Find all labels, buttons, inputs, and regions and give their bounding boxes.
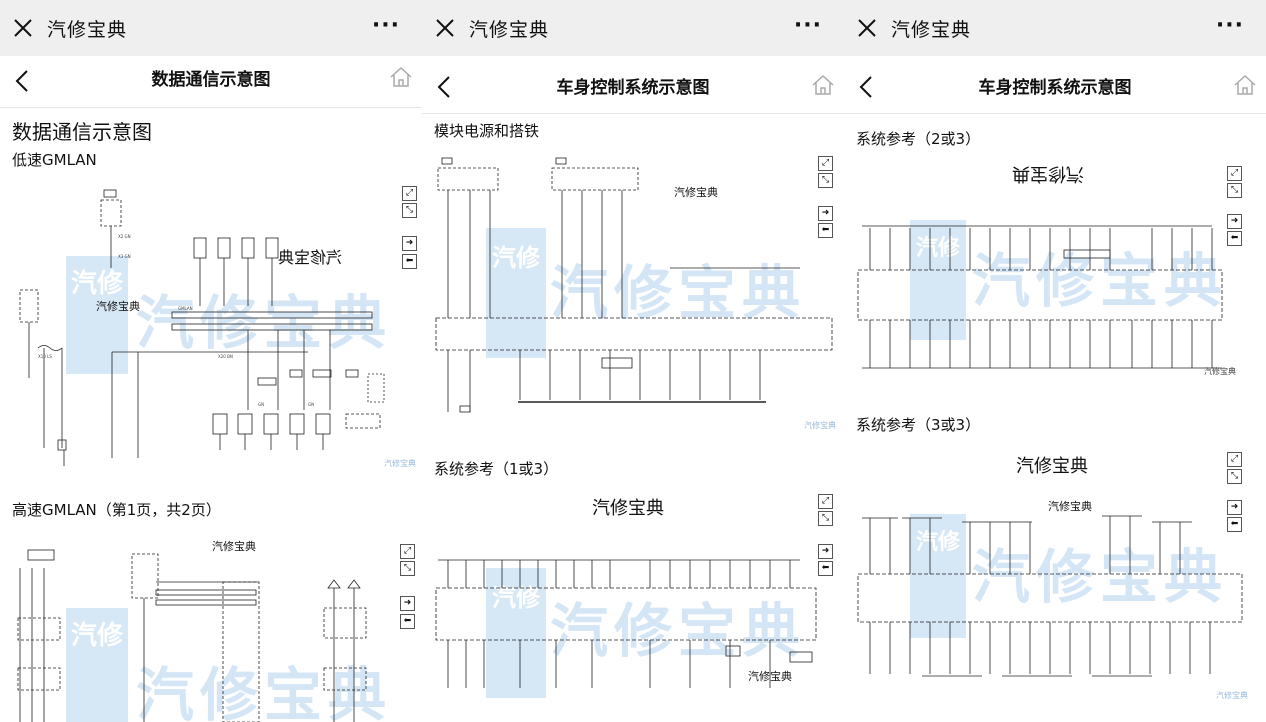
diagram-logo: 汽修宝典 xyxy=(1048,500,1092,513)
home-icon[interactable] xyxy=(388,64,414,90)
prev-page-icon[interactable]: ⬅ xyxy=(1227,517,1242,532)
zoom-out-icon[interactable]: ⤡ xyxy=(1227,469,1242,484)
page-title: 数据通信示意图 xyxy=(151,70,271,90)
next-page-icon[interactable]: ➜ xyxy=(818,544,833,559)
prev-page-icon[interactable]: ⬅ xyxy=(818,223,833,238)
corner-logo: 汽修宝典 xyxy=(804,421,836,430)
prev-page-icon[interactable]: ⬅ xyxy=(402,254,417,269)
svg-text:X10 LS: X10 LS xyxy=(38,354,52,359)
next-page-icon[interactable]: ➜ xyxy=(402,236,417,251)
section-title-reference-2: 系统参考（2或3） xyxy=(856,130,981,148)
app-title: 汽修宝典 xyxy=(47,19,128,41)
zoom-in-icon[interactable]: ⤢ xyxy=(818,156,833,171)
zoom-out-icon[interactable]: ⤡ xyxy=(818,511,833,526)
corner-logo: 汽修宝典 xyxy=(384,459,416,468)
next-page-icon[interactable]: ➜ xyxy=(400,596,415,611)
nav-bar: 数据通信示意图 xyxy=(0,56,422,108)
app-title: 汽修宝典 xyxy=(469,19,550,41)
diagram-logo: 汽修宝典 xyxy=(748,670,792,683)
corner-logo: 汽修宝典 xyxy=(1204,367,1236,376)
app-top-bar: 汽修宝典 ··· xyxy=(0,0,422,56)
back-icon[interactable] xyxy=(436,74,452,100)
wiring-diagram-reference-3[interactable]: 汽修宝典 汽修 汽修宝典 汽修宝典 汽修宝典 xyxy=(852,444,1262,722)
next-page-icon[interactable]: ➜ xyxy=(1227,500,1242,515)
zoom-in-icon[interactable]: ⤢ xyxy=(402,186,417,201)
close-icon[interactable] xyxy=(856,17,878,39)
zoom-out-icon[interactable]: ⤡ xyxy=(402,203,417,218)
wiring-lines xyxy=(857,225,1223,369)
zoom-out-icon[interactable]: ⤡ xyxy=(400,561,415,576)
section-heading: 数据通信示意图 xyxy=(12,120,152,144)
svg-text:GN: GN xyxy=(308,402,314,407)
diagram-logo: 汽修宝典 xyxy=(674,186,718,199)
wiring-lines xyxy=(435,559,817,688)
next-page-icon[interactable]: ➜ xyxy=(1227,214,1242,229)
watermark-badge: 汽修 xyxy=(66,608,128,722)
wiring-lines xyxy=(435,157,833,413)
app-title: 汽修宝典 xyxy=(891,19,972,41)
nav-bar: 车身控制系统示意图 xyxy=(422,56,844,114)
svg-text:X20 BN: X20 BN xyxy=(218,354,233,359)
watermark-badge: 汽修 xyxy=(66,256,128,374)
panel-body-control-1: 汽修宝典 ··· 车身控制系统示意图 模块电源和搭铁 汽修 汽修宝典 xyxy=(422,0,844,722)
panel-data-communication: 汽修宝典 ··· 数据通信示意图 数据通信示意图 低速GMLAN 汽修 汽修宝典 xyxy=(0,0,422,722)
home-icon[interactable] xyxy=(810,72,836,98)
more-icon[interactable]: ··· xyxy=(1215,13,1244,38)
app-top-bar: 汽修宝典 ··· xyxy=(422,0,844,56)
close-icon[interactable] xyxy=(12,17,34,39)
wiring-lines xyxy=(17,549,367,722)
wiring-lines: X2 GN X3 GN GMLAN X10 LS X20 BN GN GN xyxy=(19,189,385,466)
wiring-diagram-reference-1[interactable]: 汽修宝典 汽修 汽修宝典 汽修宝典 ⤢ ⤡ ➜ ⬅ xyxy=(430,488,840,722)
corner-logo: 汽修宝典 xyxy=(1216,691,1248,700)
section-title-power-ground: 模块电源和搭铁 xyxy=(434,122,540,140)
svg-text:X3 GN: X3 GN xyxy=(118,254,131,259)
watermark-badge: 汽修 xyxy=(910,514,966,638)
section-title-reference-3: 系统参考（3或3） xyxy=(856,416,981,434)
diagram-logo: 汽修宝典 xyxy=(1016,456,1088,477)
svg-text:GN: GN xyxy=(258,402,264,407)
watermark-badge: 汽修 xyxy=(486,568,546,698)
diagram-logo: 汽修宝典 xyxy=(278,248,343,267)
more-icon[interactable]: ··· xyxy=(371,13,400,38)
zoom-in-icon[interactable]: ⤢ xyxy=(818,494,833,509)
wiring-diagram-reference-2[interactable]: 汽修宝典 汽修 汽修宝典 汽修宝典 xyxy=(852,156,1262,392)
wiring-diagram-low-speed[interactable]: 汽修 汽修宝典 xyxy=(8,178,418,478)
watermark-badge: 汽修 xyxy=(486,228,546,358)
nav-bar: 车身控制系统示意图 xyxy=(844,56,1266,114)
page-title: 车身控制系统示意图 xyxy=(978,78,1132,98)
back-icon[interactable] xyxy=(14,68,30,94)
zoom-out-icon[interactable]: ⤡ xyxy=(1227,183,1242,198)
home-icon[interactable] xyxy=(1232,72,1258,98)
back-icon[interactable] xyxy=(858,74,874,100)
wiring-lines xyxy=(857,515,1243,677)
prev-page-icon[interactable]: ⬅ xyxy=(400,614,415,629)
wiring-diagram-high-speed[interactable]: 汽修 汽修宝典 汽修宝典 ⤢ ⤡ ➜ ⬅ xyxy=(8,528,418,722)
section-title-low-speed: 低速GMLAN xyxy=(12,151,97,169)
section-title-reference-1: 系统参考（1或3） xyxy=(434,460,559,478)
zoom-in-icon[interactable]: ⤢ xyxy=(1227,166,1242,181)
wiring-diagram-power-ground[interactable]: 汽修 汽修宝典 汽修宝典 ⤢ ⤡ ➜ ⬅ 汽修宝典 xyxy=(430,150,840,440)
diagram-logo: 汽修宝典 xyxy=(212,540,256,553)
diagram-logo: 汽修宝典 xyxy=(96,300,140,313)
zoom-in-icon[interactable]: ⤢ xyxy=(1227,452,1242,467)
close-icon[interactable] xyxy=(434,17,456,39)
zoom-out-icon[interactable]: ⤡ xyxy=(818,173,833,188)
diagram-logo: 汽修宝典 xyxy=(592,498,664,519)
page-title: 车身控制系统示意图 xyxy=(556,78,710,98)
zoom-in-icon[interactable]: ⤢ xyxy=(400,544,415,559)
svg-text:GMLAN: GMLAN xyxy=(178,306,193,311)
next-page-icon[interactable]: ➜ xyxy=(818,206,833,221)
app-top-bar: 汽修宝典 ··· xyxy=(844,0,1266,56)
prev-page-icon[interactable]: ⬅ xyxy=(818,561,833,576)
svg-text:X2 GN: X2 GN xyxy=(118,234,131,239)
more-icon[interactable]: ··· xyxy=(793,13,822,38)
section-title-high-speed: 高速GMLAN（第1页，共2页） xyxy=(12,501,221,519)
prev-page-icon[interactable]: ⬅ xyxy=(1227,231,1242,246)
panel-body-control-2: 汽修宝典 ··· 车身控制系统示意图 系统参考（2或3） 汽修宝典 汽修 汽修宝… xyxy=(844,0,1266,722)
